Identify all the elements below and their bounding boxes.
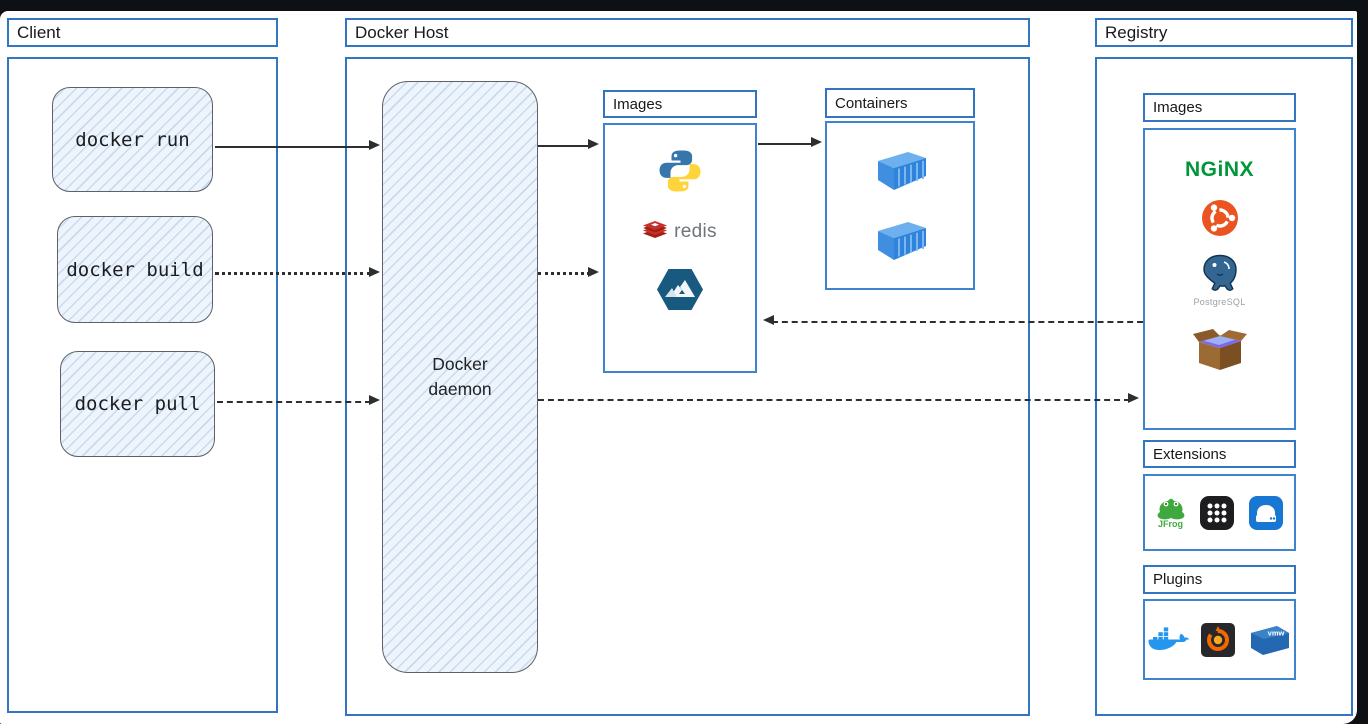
registry-images-title: Images xyxy=(1143,93,1296,122)
docker-pull-label: docker pull xyxy=(74,393,201,415)
registry-title-label: Registry xyxy=(1105,22,1168,42)
container-icon xyxy=(878,222,926,260)
apps-grid-icon xyxy=(1199,495,1234,530)
jfrog-wordmark: JFrog xyxy=(1157,519,1183,529)
nginx-logo: NGiNX xyxy=(1184,158,1254,181)
arrow-pull-to-daemon xyxy=(217,395,380,405)
docker-run-node: docker run xyxy=(52,87,213,192)
jfrog-frog-icon xyxy=(1157,498,1184,520)
registry-extensions-title-label: Extensions xyxy=(1153,445,1227,463)
redis-cube-icon xyxy=(643,221,668,238)
host-images-title: Images xyxy=(603,90,757,118)
host-images-box: redis xyxy=(603,123,757,373)
docker-build-label: docker build xyxy=(66,258,204,281)
arrow-registry-to-images xyxy=(763,315,1143,325)
postgresql-elephant-icon xyxy=(1202,254,1237,291)
docker-daemon-node: Docker daemon xyxy=(382,81,538,673)
docker-host-section-title: Docker Host xyxy=(345,18,1030,47)
docker-daemon-label: Docker daemon xyxy=(428,353,492,399)
arrow-images-to-containers xyxy=(758,137,822,147)
registry-extensions-box: JFrog xyxy=(1143,474,1296,551)
busybox-logo xyxy=(1192,329,1247,370)
redis-wordmark: redis xyxy=(674,221,717,242)
arrow-build-to-daemon xyxy=(215,267,380,277)
arrow-daemon-to-images-2 xyxy=(538,267,599,277)
registry-images-title-label: Images xyxy=(1153,99,1203,116)
docker-pull-node: docker pull xyxy=(60,351,215,457)
containers-title-label: Containers xyxy=(835,94,908,112)
registry-section-title: Registry xyxy=(1095,18,1353,47)
docker-build-node: docker build xyxy=(57,216,213,323)
postgresql-wordmark: PostgreSQL xyxy=(1193,297,1246,307)
grafana-logo xyxy=(1200,622,1235,657)
vmware-wordmark: vmw xyxy=(1267,628,1284,637)
registry-images-box: NGiNX PostgreSQL xyxy=(1143,128,1296,430)
docker-run-label: docker run xyxy=(75,128,190,151)
redis-logo: redis xyxy=(643,221,717,243)
arrow-run-to-daemon xyxy=(215,140,380,150)
container-icon xyxy=(878,152,926,190)
python-logo xyxy=(659,150,701,192)
containers-box xyxy=(825,121,975,290)
client-title-label: Client xyxy=(17,22,61,42)
docker-whale-logo xyxy=(1148,626,1189,650)
host-images-title-label: Images xyxy=(613,95,663,113)
docker-host-title-label: Docker Host xyxy=(355,22,449,42)
client-section-title: Client xyxy=(7,18,278,47)
jfrog-logo: JFrog xyxy=(1156,496,1186,529)
containers-title: Containers xyxy=(825,88,975,118)
postgresql-logo: PostgreSQL xyxy=(1193,254,1245,307)
registry-plugins-title-label: Plugins xyxy=(1153,571,1203,588)
registry-plugins-box: vmw xyxy=(1143,599,1296,680)
registry-extensions-title: Extensions xyxy=(1143,440,1296,468)
vmware-logo: vmw xyxy=(1250,625,1289,655)
arrow-daemon-to-registry xyxy=(538,393,1139,403)
alpine-logo xyxy=(657,269,703,310)
registry-plugins-title: Plugins xyxy=(1143,565,1296,594)
arrow-daemon-to-images xyxy=(538,139,599,149)
ubuntu-logo xyxy=(1201,200,1238,236)
server-icon xyxy=(1248,495,1283,530)
